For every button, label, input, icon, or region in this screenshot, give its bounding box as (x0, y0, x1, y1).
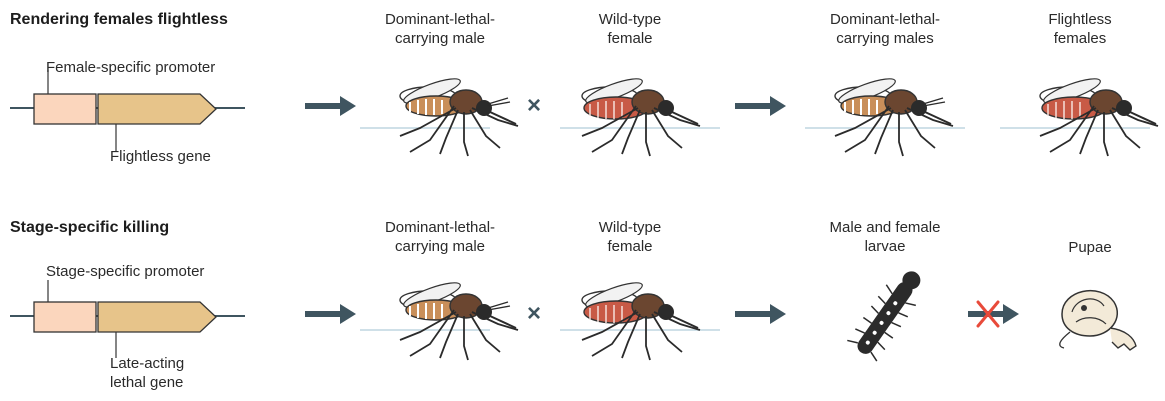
row1-offspring-female-label: Flightless females (1020, 10, 1140, 48)
construct-row2 (10, 280, 245, 358)
mosquito-male-row2 (400, 278, 518, 360)
pupa-icon (1060, 291, 1136, 350)
arrow-row1-b (735, 96, 786, 116)
mosquito-male-row1 (400, 74, 518, 156)
mosquito-female-row1 (582, 74, 700, 156)
cross-symbol-row2: × (527, 302, 541, 326)
row1-parent-female-label: Wild-type female (570, 10, 690, 48)
row2-pupae-label: Pupae (1040, 238, 1140, 257)
row2-parent-male-label: Dominant-lethal- carrying male (350, 218, 530, 256)
row1-parent-male-label: Dominant-lethal- carrying male (350, 10, 530, 48)
larva-icon (846, 263, 931, 363)
construct-row1 (10, 70, 245, 152)
mosquito-female-row2 (582, 278, 700, 360)
row2-heading: Stage-specific killing (10, 218, 169, 237)
arrow-row1-a (305, 96, 356, 116)
gene-arrow-row1 (98, 94, 216, 124)
promoter-box-row2 (34, 302, 96, 332)
row2-gene-label: Late-acting lethal gene (110, 354, 184, 392)
row1-offspring-male-label: Dominant-lethal- carrying males (795, 10, 975, 48)
cross-symbol-row1: × (527, 94, 541, 118)
row2-parent-female-label: Wild-type female (570, 218, 690, 256)
mosquito-female-offspring (1040, 74, 1158, 156)
mosquito-male-offspring (835, 74, 953, 156)
arrow-row2-a (305, 304, 356, 324)
row2-promoter-label: Stage-specific promoter (46, 262, 204, 281)
gene-arrow-row2 (98, 302, 216, 332)
row2-larvae-label: Male and female larvae (800, 218, 970, 256)
row1-promoter-label: Female-specific promoter (46, 58, 215, 77)
row1-gene-label: Flightless gene (110, 147, 211, 166)
promoter-box-row1 (34, 94, 96, 124)
row1-heading: Rendering females flightless (10, 10, 228, 29)
arrow-row2-b (735, 304, 786, 324)
